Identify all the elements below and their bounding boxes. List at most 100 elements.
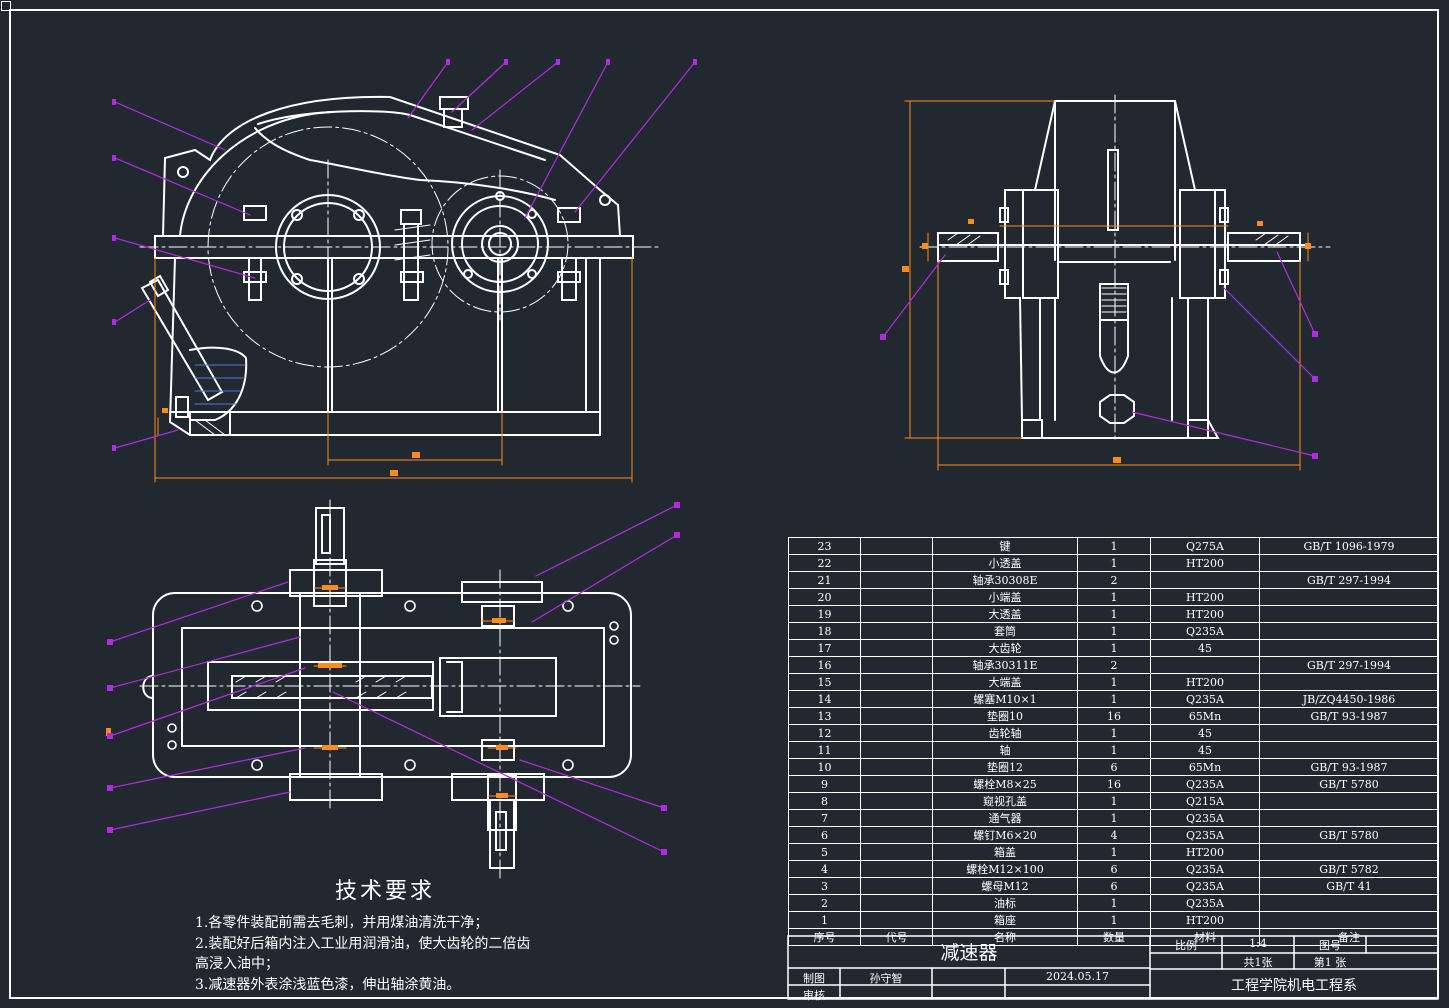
parts-cell-name: 键 (932, 537, 1078, 555)
parts-cell-name: 螺塞M10×1 (932, 690, 1078, 708)
parts-cell-no: 13 (788, 707, 861, 725)
parts-cell-name: 通气器 (932, 809, 1078, 827)
parts-cell-qty: 1 (1077, 724, 1151, 742)
parts-cell-code (860, 792, 933, 810)
parts-cell-qty: 16 (1077, 707, 1151, 725)
dimension-markers (106, 219, 1311, 798)
parts-header-material: 材料 (1150, 928, 1260, 946)
parts-cell-material: Q215A (1150, 792, 1260, 810)
parts-header-remark: 备注 (1259, 928, 1439, 946)
parts-cell-code (860, 860, 933, 878)
parts-cell-material: Q235A (1150, 894, 1260, 912)
parts-cell-material (1150, 571, 1260, 589)
parts-cell-remark (1259, 741, 1439, 759)
parts-cell-material: HT200 (1150, 554, 1260, 572)
parts-cell-name: 大透盖 (932, 605, 1078, 623)
parts-cell-material: HT200 (1150, 911, 1260, 929)
sheets-total: 共1张 (1243, 956, 1273, 969)
parts-cell-code (860, 843, 933, 861)
parts-cell-qty: 1 (1077, 741, 1151, 759)
scale-label: 比例 (1175, 939, 1197, 952)
parts-cell-remark (1259, 894, 1439, 912)
side-view-centerlines (919, 94, 1331, 441)
side-view (937, 100, 1311, 439)
parts-cell-code (860, 741, 933, 759)
parts-cell-no: 2 (788, 894, 861, 912)
parts-cell-name: 箱座 (932, 911, 1078, 929)
parts-cell-remark (1259, 605, 1439, 623)
parts-cell-code (860, 571, 933, 589)
parts-cell-name: 套筒 (932, 622, 1078, 640)
side-view-hatching (947, 232, 1289, 313)
tech-req-item: 高浸入油中； (195, 956, 279, 972)
parts-cell-code (860, 724, 933, 742)
tech-req-item: 1.各零件装配前需去毛刺，并用煤油清洗干净； (195, 915, 489, 931)
parts-cell-material (1150, 656, 1260, 674)
parts-cell-material: Q235A (1150, 809, 1260, 827)
parts-cell-no: 23 (788, 537, 861, 555)
parts-cell-code (860, 707, 933, 725)
parts-cell-remark (1259, 911, 1439, 929)
parts-cell-qty: 1 (1077, 588, 1151, 606)
parts-cell-material: Q235A (1150, 775, 1260, 793)
corner-mark (1, 1, 11, 11)
organization: 工程学院机电工程系 (1231, 978, 1357, 994)
parts-list-header: 序号代号名称数量材料备注 (788, 928, 1439, 946)
parts-cell-code (860, 911, 933, 929)
parts-cell-remark: GB/T 5780 (1259, 775, 1439, 793)
drawing-no-label: 图号 (1319, 939, 1341, 952)
parts-cell-remark (1259, 809, 1439, 827)
parts-cell-remark: JB/ZQ4450-1986 (1259, 690, 1439, 708)
drawn-date: 2024.05.17 (1046, 970, 1109, 983)
tech-req-item: 2.装配好后箱内注入工业用润滑油，使大齿轮的二倍齿 (195, 935, 531, 952)
parts-cell-code (860, 622, 933, 640)
parts-cell-qty: 1 (1077, 554, 1151, 572)
parts-cell-qty: 1 (1077, 894, 1151, 912)
front-view (140, 95, 634, 436)
parts-cell-material: Q275A (1150, 537, 1260, 555)
parts-cell-remark (1259, 792, 1439, 810)
front-view-centerlines (139, 126, 661, 381)
parts-cell-material: 65Mn (1150, 707, 1260, 725)
parts-cell-name: 大端盖 (932, 673, 1078, 691)
parts-cell-no: 8 (788, 792, 861, 810)
parts-cell-no: 22 (788, 554, 861, 572)
parts-cell-qty: 1 (1077, 809, 1151, 827)
parts-cell-material: HT200 (1150, 588, 1260, 606)
leader-ends (107, 59, 1318, 855)
parts-cell-material: Q235A (1150, 860, 1260, 878)
parts-cell-material: 45 (1150, 724, 1260, 742)
parts-cell-qty: 1 (1077, 622, 1151, 640)
parts-cell-remark: GB/T 41 (1259, 877, 1439, 895)
parts-cell-name: 齿轮轴 (932, 724, 1078, 742)
parts-cell-name: 螺栓M8×25 (932, 775, 1078, 793)
parts-cell-material: 65Mn (1150, 758, 1260, 776)
parts-cell-no: 15 (788, 673, 861, 691)
parts-cell-remark (1259, 843, 1439, 861)
sheet-current: 第1 张 (1313, 956, 1347, 969)
leader-lines (109, 61, 1316, 853)
parts-header-qty: 数量 (1077, 928, 1151, 946)
parts-cell-code (860, 639, 933, 657)
parts-cell-no: 6 (788, 826, 861, 844)
parts-cell-remark (1259, 622, 1439, 640)
parts-cell-material: Q235A (1150, 826, 1260, 844)
parts-cell-name: 垫圈12 (932, 758, 1078, 776)
parts-cell-name: 轴承30311E (932, 656, 1078, 674)
parts-cell-code (860, 826, 933, 844)
drawn-by: 孙守智 (869, 972, 903, 985)
parts-cell-qty: 16 (1077, 775, 1151, 793)
parts-cell-qty: 1 (1077, 911, 1151, 929)
parts-cell-remark: GB/T 297-1994 (1259, 656, 1439, 674)
parts-cell-name: 窥视孔盖 (932, 792, 1078, 810)
